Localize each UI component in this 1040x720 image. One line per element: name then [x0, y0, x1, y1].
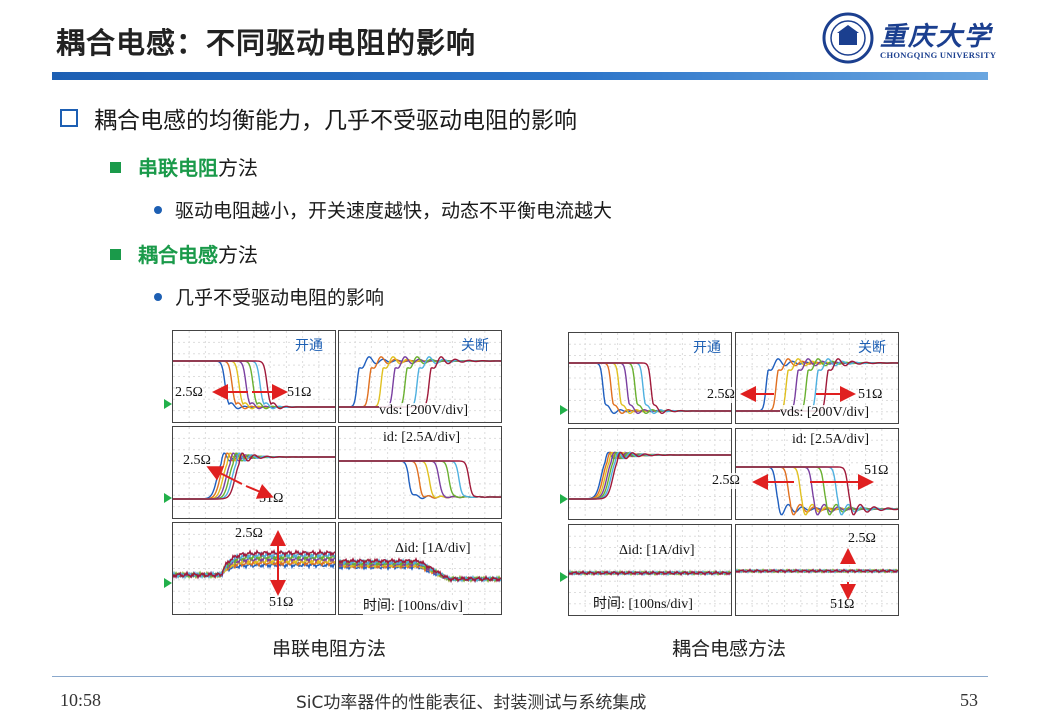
waveform-id-turn-off [339, 427, 501, 518]
left-annotation-overlay [206, 384, 288, 596]
slide-title: 耦合电感：不同驱动电阻的影响 [56, 26, 477, 60]
header-rule [52, 72, 988, 80]
panel-left-id-off: id: [2.5A/div] [338, 426, 502, 519]
label-delta-id-scale: Δid: [1A/div] [395, 541, 471, 557]
waveform-trace [339, 460, 501, 498]
label-time-scale: 时间: [100ns/div] [593, 597, 693, 612]
waveform-trace [569, 362, 731, 415]
right-annotation-overlay [740, 386, 874, 600]
panel-right-vds-on: 开通 2.5Ω [568, 332, 735, 424]
label-r-small: 2.5Ω [235, 526, 263, 541]
waveform-trace [569, 451, 731, 500]
bullet-series-resistor: 串联电阻方法 [110, 152, 258, 181]
label-r-large: 51Ω [287, 385, 312, 401]
label-r-small: 2.5Ω [712, 473, 740, 489]
waveform-delta-id-turn-off [339, 523, 501, 614]
bullet-coupled-detail: 几乎不受驱动电阻的影响 [154, 283, 384, 310]
label-time-scale: 时间: [100ns/div] [363, 595, 463, 615]
label-id-scale: id: [2.5A/div] [383, 430, 460, 446]
label-turn-off: 关断 [858, 340, 886, 356]
label-delta-id-scale: Δid: [1A/div] [619, 543, 695, 558]
footer-title: SiC功率器件的性能表征、封装测试与系统集成 [296, 693, 647, 713]
label-vds-scale: vds: [200V/div] [379, 403, 469, 419]
waveform-trace [736, 568, 898, 574]
waveform-id-turn-on [173, 427, 335, 518]
checkbox-bullet-icon [60, 109, 78, 127]
waveform-trace [173, 360, 335, 410]
waveform-trace [339, 460, 501, 499]
main-bullet: 耦合电感的均衡能力，几乎不受驱动电阻的影响 [60, 101, 577, 135]
footer-time: 10:58 [60, 690, 102, 710]
waveform-trace [339, 557, 501, 584]
trigger-marker-icon [164, 493, 172, 503]
bullet-series-detail: 驱动电阻越小，开关速度越快，动态不平衡电流越大 [154, 196, 612, 223]
label-turn-on: 开通 [295, 338, 323, 354]
waveform-trace [173, 452, 335, 500]
square-bullet-icon [110, 249, 121, 260]
trigger-marker-icon [560, 405, 568, 415]
label-r-small: 2.5Ω [848, 531, 876, 546]
waveform-trace [569, 569, 731, 576]
label-turn-off: 关断 [461, 338, 489, 354]
label-r-small: 2.5Ω [707, 387, 735, 403]
panel-left-vds-on: 开通 2.5Ω 51Ω [172, 330, 336, 423]
waveform-delta-id-turn-on [569, 525, 731, 615]
trigger-marker-icon [164, 399, 172, 409]
logo-wordmark: 重庆大学 [880, 22, 993, 52]
waveform-vds-turn-on [569, 333, 731, 423]
label-r-large: 51Ω [858, 387, 883, 403]
panel-right-id-on [568, 428, 732, 520]
panel-right-did-off: 2.5Ω 51Ω [735, 524, 899, 616]
university-logo: 重庆大学 CHONGQING UNIVERSITY [822, 12, 996, 64]
square-bullet-icon [110, 162, 121, 173]
panel-right-did-on: Δid: [1A/div] 时间: [100ns/div] [568, 524, 732, 616]
dot-bullet-icon [154, 293, 162, 301]
waveform-delta-id-turn-off [736, 525, 898, 615]
left-trigger-markers [164, 399, 172, 588]
waveform-delta-id-turn-on [173, 523, 335, 614]
caption-series-resistor: 串联电阻方法 [272, 638, 387, 660]
label-vds-scale: vds: [200V/div] [780, 405, 870, 421]
label-r-small: 2.5Ω [183, 453, 211, 469]
waveform-vds-turn-off [339, 331, 501, 422]
waveform-trace [736, 466, 898, 516]
caption-coupled-inductor: 耦合电感方法 [672, 638, 787, 660]
panel-left-did-on: 2.5Ω 51Ω [172, 522, 336, 615]
trigger-marker-icon [560, 572, 568, 582]
trigger-marker-icon [560, 494, 568, 504]
university-seal-icon [822, 12, 874, 64]
label-r-small: 2.5Ω [175, 385, 203, 401]
label-turn-on: 开通 [693, 340, 721, 356]
waveform-id-turn-on [569, 429, 731, 519]
panel-left-did-off: Δid: [1A/div] 时间: [100ns/div] [338, 522, 502, 615]
right-trigger-markers [560, 405, 568, 582]
dot-bullet-icon [154, 206, 162, 214]
logo-subtitle: CHONGQING UNIVERSITY [880, 50, 997, 60]
page-number: 53 [960, 690, 978, 710]
panel-left-vds-off: 关断 vds: [200V/div] [338, 330, 502, 423]
waveform-trace [339, 460, 501, 498]
waveform-trace [173, 548, 335, 580]
trigger-marker-icon [164, 578, 172, 588]
waveform-trace [173, 552, 335, 579]
bullet-coupled-inductor: 耦合电感方法 [110, 239, 258, 268]
label-r-large: 51Ω [830, 597, 855, 612]
footer-rule [52, 676, 988, 677]
label-r-large: 51Ω [269, 595, 294, 610]
label-id-scale: id: [2.5A/div] [792, 432, 869, 448]
panel-right-vds-off: 关断 51Ω vds: [200V/div] [735, 332, 899, 424]
